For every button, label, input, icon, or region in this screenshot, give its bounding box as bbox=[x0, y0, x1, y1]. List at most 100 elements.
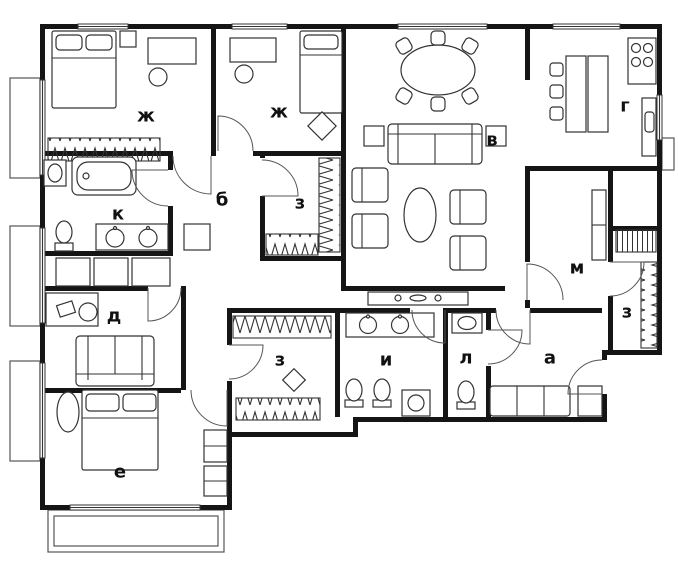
single-bed-icon bbox=[299, 30, 343, 114]
side-table-icon bbox=[485, 125, 507, 147]
room-label: з bbox=[622, 302, 632, 323]
nightstand-icon bbox=[119, 30, 137, 48]
side-table-icon bbox=[577, 385, 603, 417]
balcony bbox=[9, 360, 41, 462]
room-entry-hall: а bbox=[489, 348, 603, 417]
sink-icon bbox=[451, 312, 483, 334]
dresser-icon bbox=[203, 429, 228, 497]
door-arc bbox=[172, 155, 212, 195]
room-study: д bbox=[45, 292, 155, 387]
wardrobe-icon bbox=[235, 397, 321, 421]
mirror-icon bbox=[281, 367, 307, 393]
windows bbox=[39, 23, 663, 511]
window bbox=[656, 94, 663, 141]
door-arc bbox=[609, 261, 645, 297]
door-arc bbox=[495, 309, 531, 345]
window bbox=[552, 23, 621, 30]
room-label: м bbox=[570, 258, 585, 279]
rug-icon bbox=[56, 391, 80, 433]
room-kitchen: г bbox=[549, 37, 657, 157]
toilet-icon bbox=[456, 380, 476, 410]
double-bed-icon bbox=[81, 389, 159, 471]
room-wc: л bbox=[451, 312, 483, 410]
room-label: и bbox=[380, 350, 393, 371]
room-bathroom-2: и bbox=[344, 312, 435, 417]
room-bathroom-main: к bbox=[43, 156, 169, 252]
room-label: б bbox=[216, 190, 229, 211]
console-table-icon bbox=[367, 291, 469, 306]
armchair-icon bbox=[449, 189, 487, 225]
armchair-icon bbox=[449, 235, 487, 271]
dining-table-icon bbox=[400, 44, 476, 96]
room-utility: м bbox=[570, 189, 607, 279]
window bbox=[39, 79, 46, 176]
window bbox=[39, 227, 46, 324]
chair-icon bbox=[148, 67, 168, 87]
wardrobe-icon bbox=[640, 261, 658, 349]
wardrobe-icon bbox=[265, 233, 319, 256]
doors bbox=[131, 115, 645, 427]
room-closet-top: з bbox=[265, 157, 341, 256]
armchair-icon bbox=[351, 213, 389, 249]
side-table-icon bbox=[363, 125, 385, 147]
bench-icon bbox=[489, 385, 571, 417]
room-label: д bbox=[107, 306, 122, 327]
window bbox=[77, 23, 129, 30]
door-arc bbox=[217, 115, 254, 152]
room-bedroom-2: ж bbox=[229, 30, 343, 141]
window bbox=[69, 504, 201, 511]
bathtub-icon bbox=[71, 156, 137, 196]
window bbox=[231, 23, 288, 30]
room-label: г bbox=[620, 96, 629, 117]
double-sink-icon bbox=[345, 312, 435, 338]
pouf-icon bbox=[307, 111, 337, 141]
cabinet-icon bbox=[55, 257, 171, 287]
balcony bbox=[9, 77, 41, 179]
coffee-table-icon bbox=[403, 187, 437, 243]
double-bed-icon bbox=[51, 30, 117, 109]
room-label: ж bbox=[270, 102, 288, 123]
door-arc bbox=[190, 389, 228, 427]
bidet-icon bbox=[372, 378, 392, 408]
room-label: л bbox=[459, 348, 472, 369]
chair-icon bbox=[234, 64, 254, 84]
room-bedroom-1: ж bbox=[47, 30, 197, 162]
sink-icon bbox=[43, 159, 67, 187]
room-closet-right: з bbox=[615, 229, 658, 349]
room-label: е bbox=[114, 462, 126, 483]
balcony bbox=[9, 225, 41, 327]
shelving-icon bbox=[615, 229, 657, 253]
door-arc bbox=[261, 159, 299, 197]
armchair-icon bbox=[351, 167, 389, 203]
room-label: в bbox=[486, 130, 497, 151]
door-arc bbox=[228, 344, 264, 380]
sofa-icon bbox=[75, 335, 155, 387]
desk-icon bbox=[147, 37, 197, 65]
kitchen-island-icon bbox=[565, 55, 587, 133]
room-label: ж bbox=[137, 106, 155, 127]
room-label: з bbox=[295, 193, 305, 214]
balconies bbox=[9, 77, 675, 553]
window bbox=[39, 362, 46, 459]
toilet-icon bbox=[344, 378, 364, 408]
laptop-icon bbox=[55, 300, 77, 318]
room-label: к bbox=[112, 204, 124, 225]
washer-icon bbox=[401, 389, 431, 417]
room-closet-bottom: з bbox=[232, 315, 332, 421]
counter-sink-icon bbox=[641, 97, 657, 157]
corridor bbox=[55, 257, 469, 306]
double-sink-icon bbox=[95, 223, 169, 251]
balcony bbox=[53, 515, 219, 547]
wardrobe-icon bbox=[318, 157, 341, 253]
door-arc bbox=[411, 309, 446, 344]
stove-icon bbox=[627, 37, 657, 85]
balcony bbox=[661, 137, 675, 171]
room-bedroom-3: е bbox=[56, 389, 228, 497]
cabinet-icon bbox=[183, 223, 211, 251]
wardrobe-icon bbox=[591, 189, 607, 261]
stool-icon bbox=[549, 62, 564, 121]
desk-icon bbox=[229, 37, 277, 63]
dining-chairs-icon bbox=[395, 30, 479, 112]
room-hall: б bbox=[183, 190, 229, 251]
